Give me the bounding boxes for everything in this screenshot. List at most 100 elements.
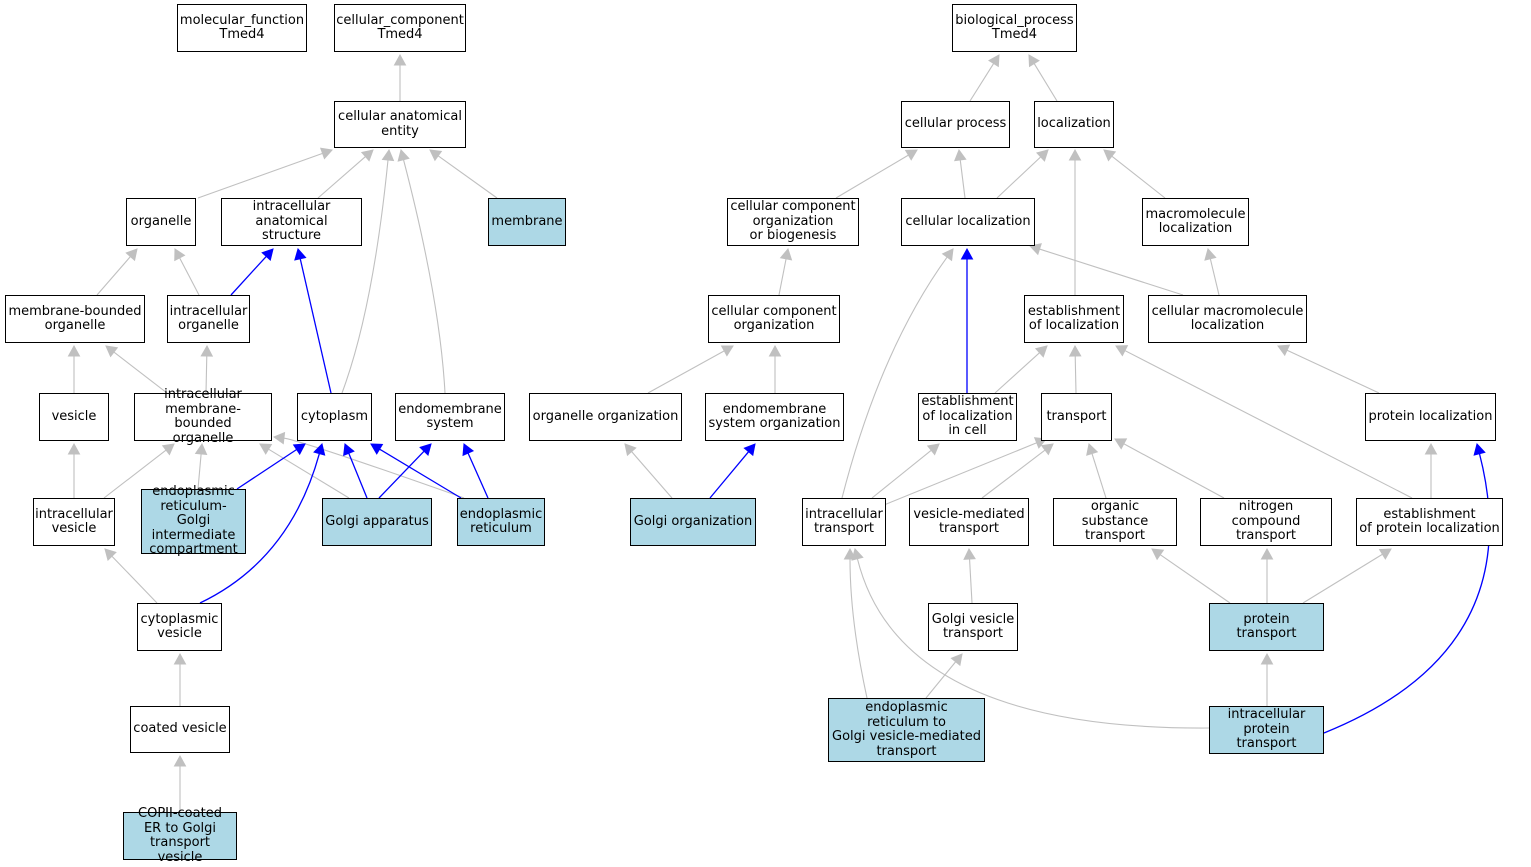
arrowhead-icon (67, 344, 81, 357)
edge-line (1286, 349, 1380, 394)
node-ergic[interactable]: endoplasmic reticulum-Golgi intermediate… (141, 485, 246, 557)
arrowhead-icon (161, 443, 175, 456)
edge-endomem-to-cell-anat (397, 148, 446, 394)
node-copii[interactable]: COPII-coated ER to Golgi transport vesic… (123, 806, 237, 864)
arrowhead-icon (462, 443, 475, 457)
node-mf-tmed4[interactable]: molecular_function Tmed4 (177, 4, 307, 52)
node-localization[interactable]: localization (1034, 101, 1114, 148)
node-cc-org[interactable]: cellular component organization (708, 295, 840, 343)
node-cell-macro-loc[interactable]: cellular macromolecule localization (1148, 295, 1307, 343)
edge-ic-prot-transport-to-prot-transport (1260, 652, 1274, 706)
edge-prot-transport-to-nitro-transport (1260, 547, 1274, 603)
edge-line (1302, 553, 1383, 604)
arrowhead-icon (1068, 344, 1082, 357)
arrowhead-icon (1260, 652, 1274, 665)
arrowhead-icon (343, 443, 355, 457)
node-cytoplasm[interactable]: cytoplasm (297, 393, 372, 441)
edge-cell-loc-to-localization (996, 149, 1049, 199)
arrowhead-icon (429, 149, 443, 162)
node-prot-loc[interactable]: protein localization (1365, 393, 1496, 441)
edge-ergic-to-cytoplasm (236, 443, 306, 490)
node-mb-org[interactable]: membrane-bounded organelle (5, 295, 145, 343)
arrowhead-icon (960, 247, 974, 260)
arrowhead-icon (1424, 442, 1438, 455)
edge-line (341, 159, 389, 394)
node-ves-transport[interactable]: vesicle-mediated transport (909, 498, 1029, 546)
node-vesicle[interactable]: vesicle (39, 393, 109, 441)
node-coated-ves[interactable]: coated vesicle (130, 706, 230, 753)
arrowhead-icon (173, 754, 187, 767)
node-golgi-app[interactable]: Golgi apparatus (322, 498, 432, 546)
arrowhead-icon (200, 344, 214, 357)
node-prot-transport[interactable]: protein transport (1209, 603, 1324, 651)
edge-line (1124, 350, 1413, 499)
node-cc-tmed4[interactable]: cellular_component Tmed4 (334, 4, 466, 52)
edge-line (709, 451, 750, 499)
arrowhead-icon (720, 345, 734, 357)
edge-line (299, 258, 332, 394)
node-organelle-org[interactable]: organelle organization (529, 393, 682, 441)
node-cell-loc[interactable]: cellular localization (901, 198, 1035, 246)
edge-line (378, 450, 425, 499)
edge-line (230, 255, 267, 296)
node-cell-proc[interactable]: cellular process (901, 101, 1010, 148)
arrowhead-icon (624, 443, 637, 457)
node-er[interactable]: endoplasmic reticulum (457, 498, 545, 546)
node-golgi-org[interactable]: Golgi organization (630, 498, 756, 546)
edge-prot-transport-to-est-prot-loc (1302, 548, 1392, 604)
node-ic-mb-org[interactable]: intracellular membrane-bounded organelle (134, 387, 272, 445)
arrowhead-icon (125, 248, 138, 262)
edge-line (113, 351, 168, 394)
node-nitro-transport[interactable]: nitrogen compound transport (1200, 498, 1332, 546)
edge-ic-anat-to-cell-anat (317, 149, 374, 199)
node-ic-prot-transport[interactable]: intracellular protein transport (1209, 706, 1324, 754)
edge-nitro-transport-to-transport (1114, 438, 1225, 499)
node-ic-anat[interactable]: intracellular anatomical structure (221, 198, 362, 246)
edge-cell-macro-loc-to-macro-loc (1204, 247, 1220, 296)
node-cell-anat[interactable]: cellular anatomical entity (334, 101, 466, 148)
node-bp-tmed4[interactable]: biological_process Tmed4 (952, 4, 1077, 52)
node-org-sub-transport[interactable]: organic substance transport (1053, 498, 1177, 546)
edge-line (1209, 258, 1220, 296)
edge-ic-vesicle-to-vesicle (67, 442, 81, 498)
node-ccob[interactable]: cellular component organization or bioge… (727, 198, 859, 246)
edge-line (103, 449, 167, 499)
node-membrane[interactable]: membrane (488, 198, 566, 246)
edge-ic-transport-to-cell-loc (841, 248, 954, 499)
node-transport[interactable]: transport (1041, 393, 1112, 441)
node-endomem-org[interactable]: endomembrane system organization (705, 393, 844, 441)
edge-ic-prot-transport-to-ic-transport (851, 547, 1210, 729)
edge-ergic-to-ic-mb-org (194, 442, 208, 490)
arrowhead-icon (272, 431, 286, 445)
edge-line (835, 154, 909, 199)
node-ic-vesicle[interactable]: intracellular vesicle (33, 498, 115, 546)
node-organelle[interactable]: organelle (126, 198, 196, 246)
node-er-golgi-transport[interactable]: endoplasmic reticulum to Golgi vesicle-m… (828, 698, 985, 762)
arrowhead-icon (1040, 443, 1054, 456)
arrowhead-icon (292, 443, 306, 456)
edge-est-prot-loc-to-est-loc (1115, 345, 1413, 499)
node-est-loc[interactable]: establishment of localization (1024, 295, 1124, 343)
edge-line (996, 156, 1042, 199)
node-endomem[interactable]: endomembrane system (395, 393, 505, 441)
edge-ic-mb-org-to-mb-org (105, 345, 168, 394)
arrowhead-icon (261, 248, 274, 262)
edge-line (1111, 155, 1166, 199)
node-est-prot-loc[interactable]: establishment of protein localization (1356, 498, 1503, 546)
edge-ic-transport-to-transport (883, 437, 1047, 506)
node-macro-loc[interactable]: macromolecule localization (1142, 198, 1249, 246)
arrowhead-icon (319, 147, 333, 160)
node-golgi-ves-transport[interactable]: Golgi vesicle transport (928, 603, 1018, 651)
edge-golgi-ves-transport-to-ves-transport (963, 547, 976, 604)
edge-ic-transport-to-est-loc-cell (871, 443, 940, 499)
arrowhead-icon (1068, 148, 1082, 161)
edge-line (959, 159, 966, 199)
node-est-loc-cell[interactable]: establishment of localization in cell (918, 393, 1017, 441)
node-cyto-ves[interactable]: cytoplasmic vesicle (137, 603, 222, 651)
arrowhead-icon (370, 443, 384, 455)
arrowhead-icon (1028, 54, 1040, 68)
edge-cell-macro-loc-to-cell-loc (1029, 243, 1184, 296)
edge-ves-transport-to-transport (981, 443, 1054, 499)
node-ic-org[interactable]: intracellular organelle (167, 295, 250, 343)
node-ic-transport[interactable]: intracellular transport (802, 498, 886, 546)
